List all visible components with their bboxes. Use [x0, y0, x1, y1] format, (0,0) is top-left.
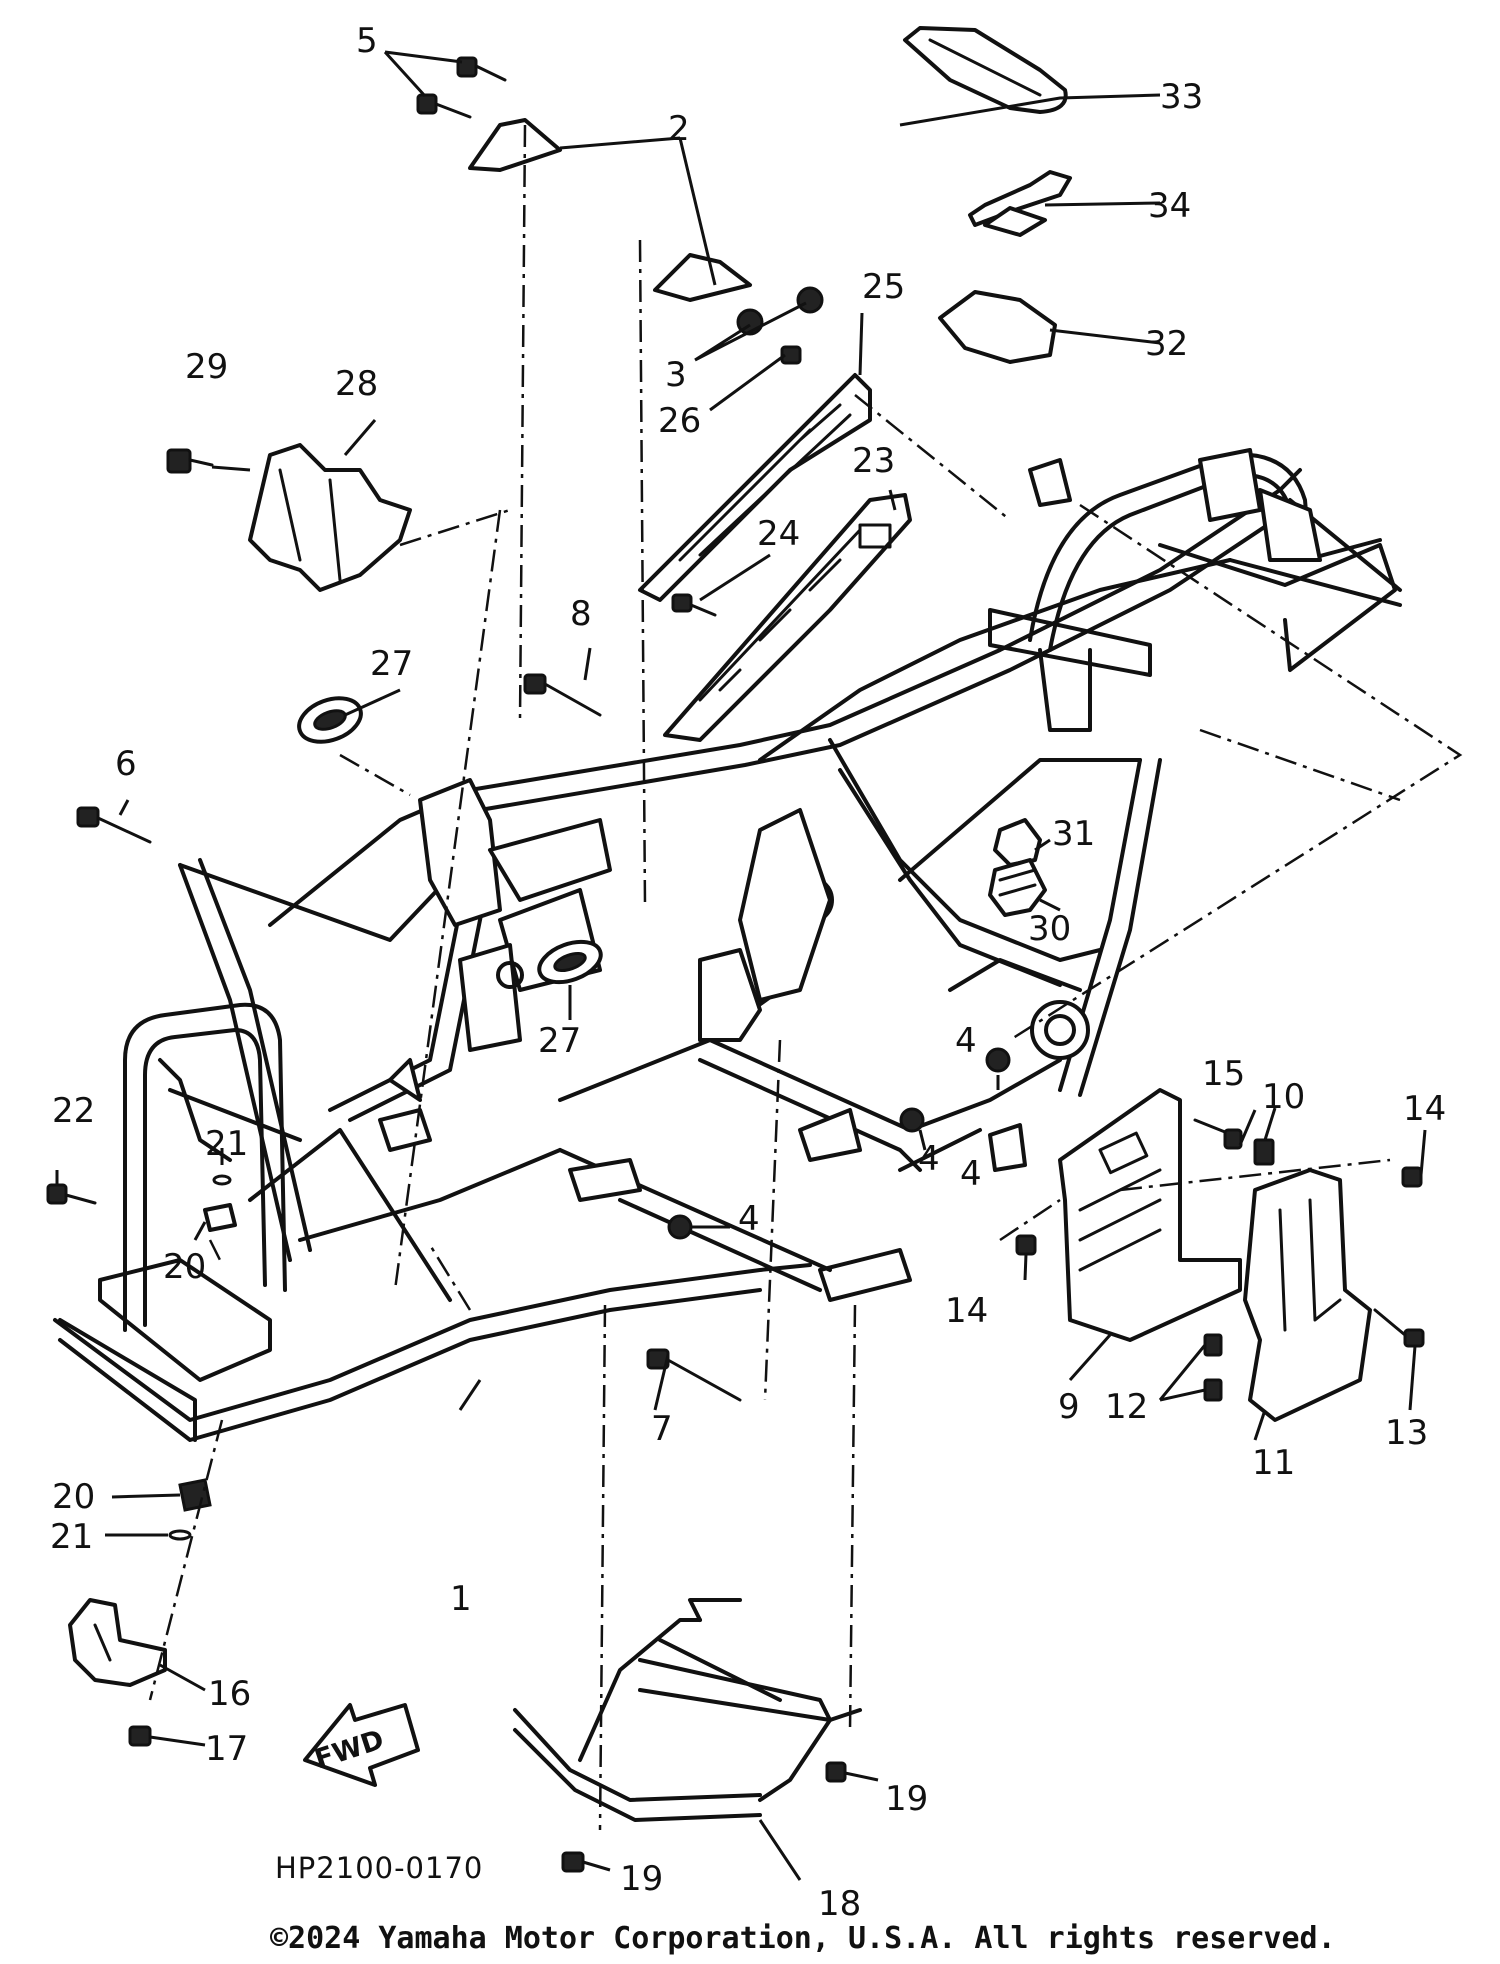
callout-22: 22 — [52, 1091, 95, 1131]
callout-19b: 19 — [620, 1859, 663, 1899]
callout-34: 34 — [1148, 186, 1191, 226]
part-26-bolt — [780, 345, 802, 365]
fwd-arrow: FWD — [303, 1703, 420, 1787]
part-27-grommet-lower — [537, 939, 603, 985]
callout-27a: 27 — [370, 644, 413, 684]
part-21-washer-upper — [212, 1174, 232, 1186]
part-19-bolts — [561, 1761, 847, 1873]
callout-10: 10 — [1262, 1077, 1305, 1117]
part-31-damper — [993, 818, 1042, 867]
callout-20a: 20 — [163, 1247, 206, 1287]
callout-15: 15 — [1202, 1054, 1245, 1094]
part-25-plate — [638, 373, 872, 602]
callout-30: 30 — [1028, 909, 1071, 949]
callout-12: 12 — [1105, 1387, 1148, 1427]
callout-21b: 21 — [50, 1517, 93, 1557]
part-33-cover — [903, 26, 1068, 114]
part-20-cushion-upper — [203, 1203, 237, 1232]
part-27-grommet-upper — [297, 696, 363, 744]
callout-numbers: 1 2 3 4 4 4 4 5 6 7 8 9 10 11 12 13 14 1… — [50, 21, 1446, 1924]
callout-14a: 14 — [1403, 1089, 1446, 1129]
part-29-bolt — [166, 448, 214, 474]
callout-20b: 20 — [52, 1477, 95, 1517]
part-5-bolts — [416, 56, 507, 119]
part-30-damper — [988, 858, 1047, 917]
callout-9: 9 — [1058, 1387, 1080, 1427]
callout-16: 16 — [208, 1674, 251, 1714]
part-22-bolt — [46, 1183, 97, 1205]
part-23-plate — [663, 493, 912, 742]
part-16-bracket — [68, 1598, 167, 1687]
part-12-cushions — [1203, 1333, 1223, 1402]
part-17-bolt — [128, 1725, 152, 1747]
callout-4d: 4 — [918, 1139, 940, 1179]
callout-3: 3 — [665, 355, 687, 395]
part-32-pad — [938, 290, 1057, 364]
callout-28: 28 — [335, 364, 378, 404]
callout-21a: 21 — [205, 1124, 248, 1164]
callout-14b: 14 — [945, 1291, 988, 1331]
callout-11: 11 — [1252, 1443, 1295, 1483]
part-11-cover — [1243, 1168, 1372, 1422]
part-28-guard — [248, 443, 412, 592]
part-20-cushion-lower — [178, 1478, 212, 1512]
callout-1: 1 — [450, 1579, 472, 1619]
callout-33: 33 — [1160, 77, 1203, 117]
callout-17: 17 — [205, 1729, 248, 1769]
callout-32: 32 — [1145, 324, 1188, 364]
part-14-bolts — [1015, 1166, 1423, 1256]
part-13-bolt — [1373, 1308, 1425, 1348]
callout-4c: 4 — [738, 1199, 760, 1239]
part-15-bolt — [1193, 1118, 1243, 1150]
callout-8: 8 — [570, 594, 592, 634]
callout-7: 7 — [651, 1409, 673, 1449]
callout-4a: 4 — [955, 1021, 977, 1061]
part-3-nuts — [736, 286, 824, 336]
part-9-battery-box — [1058, 1088, 1242, 1342]
callout-5: 5 — [356, 21, 378, 61]
part-10-cushion — [1253, 1138, 1275, 1166]
callout-13: 13 — [1385, 1413, 1428, 1453]
assembly-lines — [148, 124, 1463, 1831]
callout-25: 25 — [862, 267, 905, 307]
callout-18: 18 — [818, 1884, 861, 1924]
leader-lines — [55, 50, 1427, 1881]
callout-19a: 19 — [885, 1779, 928, 1819]
part-2-bracket-upper — [468, 118, 562, 172]
callout-24: 24 — [757, 514, 800, 554]
callout-26: 26 — [658, 401, 701, 441]
part-4-nuts — [667, 1047, 1011, 1240]
callout-29: 29 — [185, 347, 228, 387]
callout-31: 31 — [1052, 814, 1095, 854]
part-8-bolt — [523, 673, 602, 717]
part-21-washer-lower — [168, 1529, 192, 1541]
part-34-strap — [968, 170, 1072, 237]
copyright-notice: ©2024 Yamaha Motor Corporation, U.S.A. A… — [270, 1921, 1336, 1956]
callout-6: 6 — [115, 744, 137, 784]
callout-27b: 27 — [538, 1021, 581, 1061]
part-6-bolt — [76, 806, 152, 844]
part-2-bracket-lower — [653, 253, 752, 302]
part-7-bolt — [646, 1348, 742, 1402]
part-18-guard — [513, 1598, 862, 1822]
diagram-code: HP2100-0170 — [275, 1851, 483, 1885]
part-24-bolt — [671, 593, 717, 617]
callout-2: 2 — [668, 109, 690, 149]
main-frame — [53, 448, 1402, 1442]
callout-23: 23 — [852, 441, 895, 481]
callout-4b: 4 — [960, 1154, 982, 1194]
